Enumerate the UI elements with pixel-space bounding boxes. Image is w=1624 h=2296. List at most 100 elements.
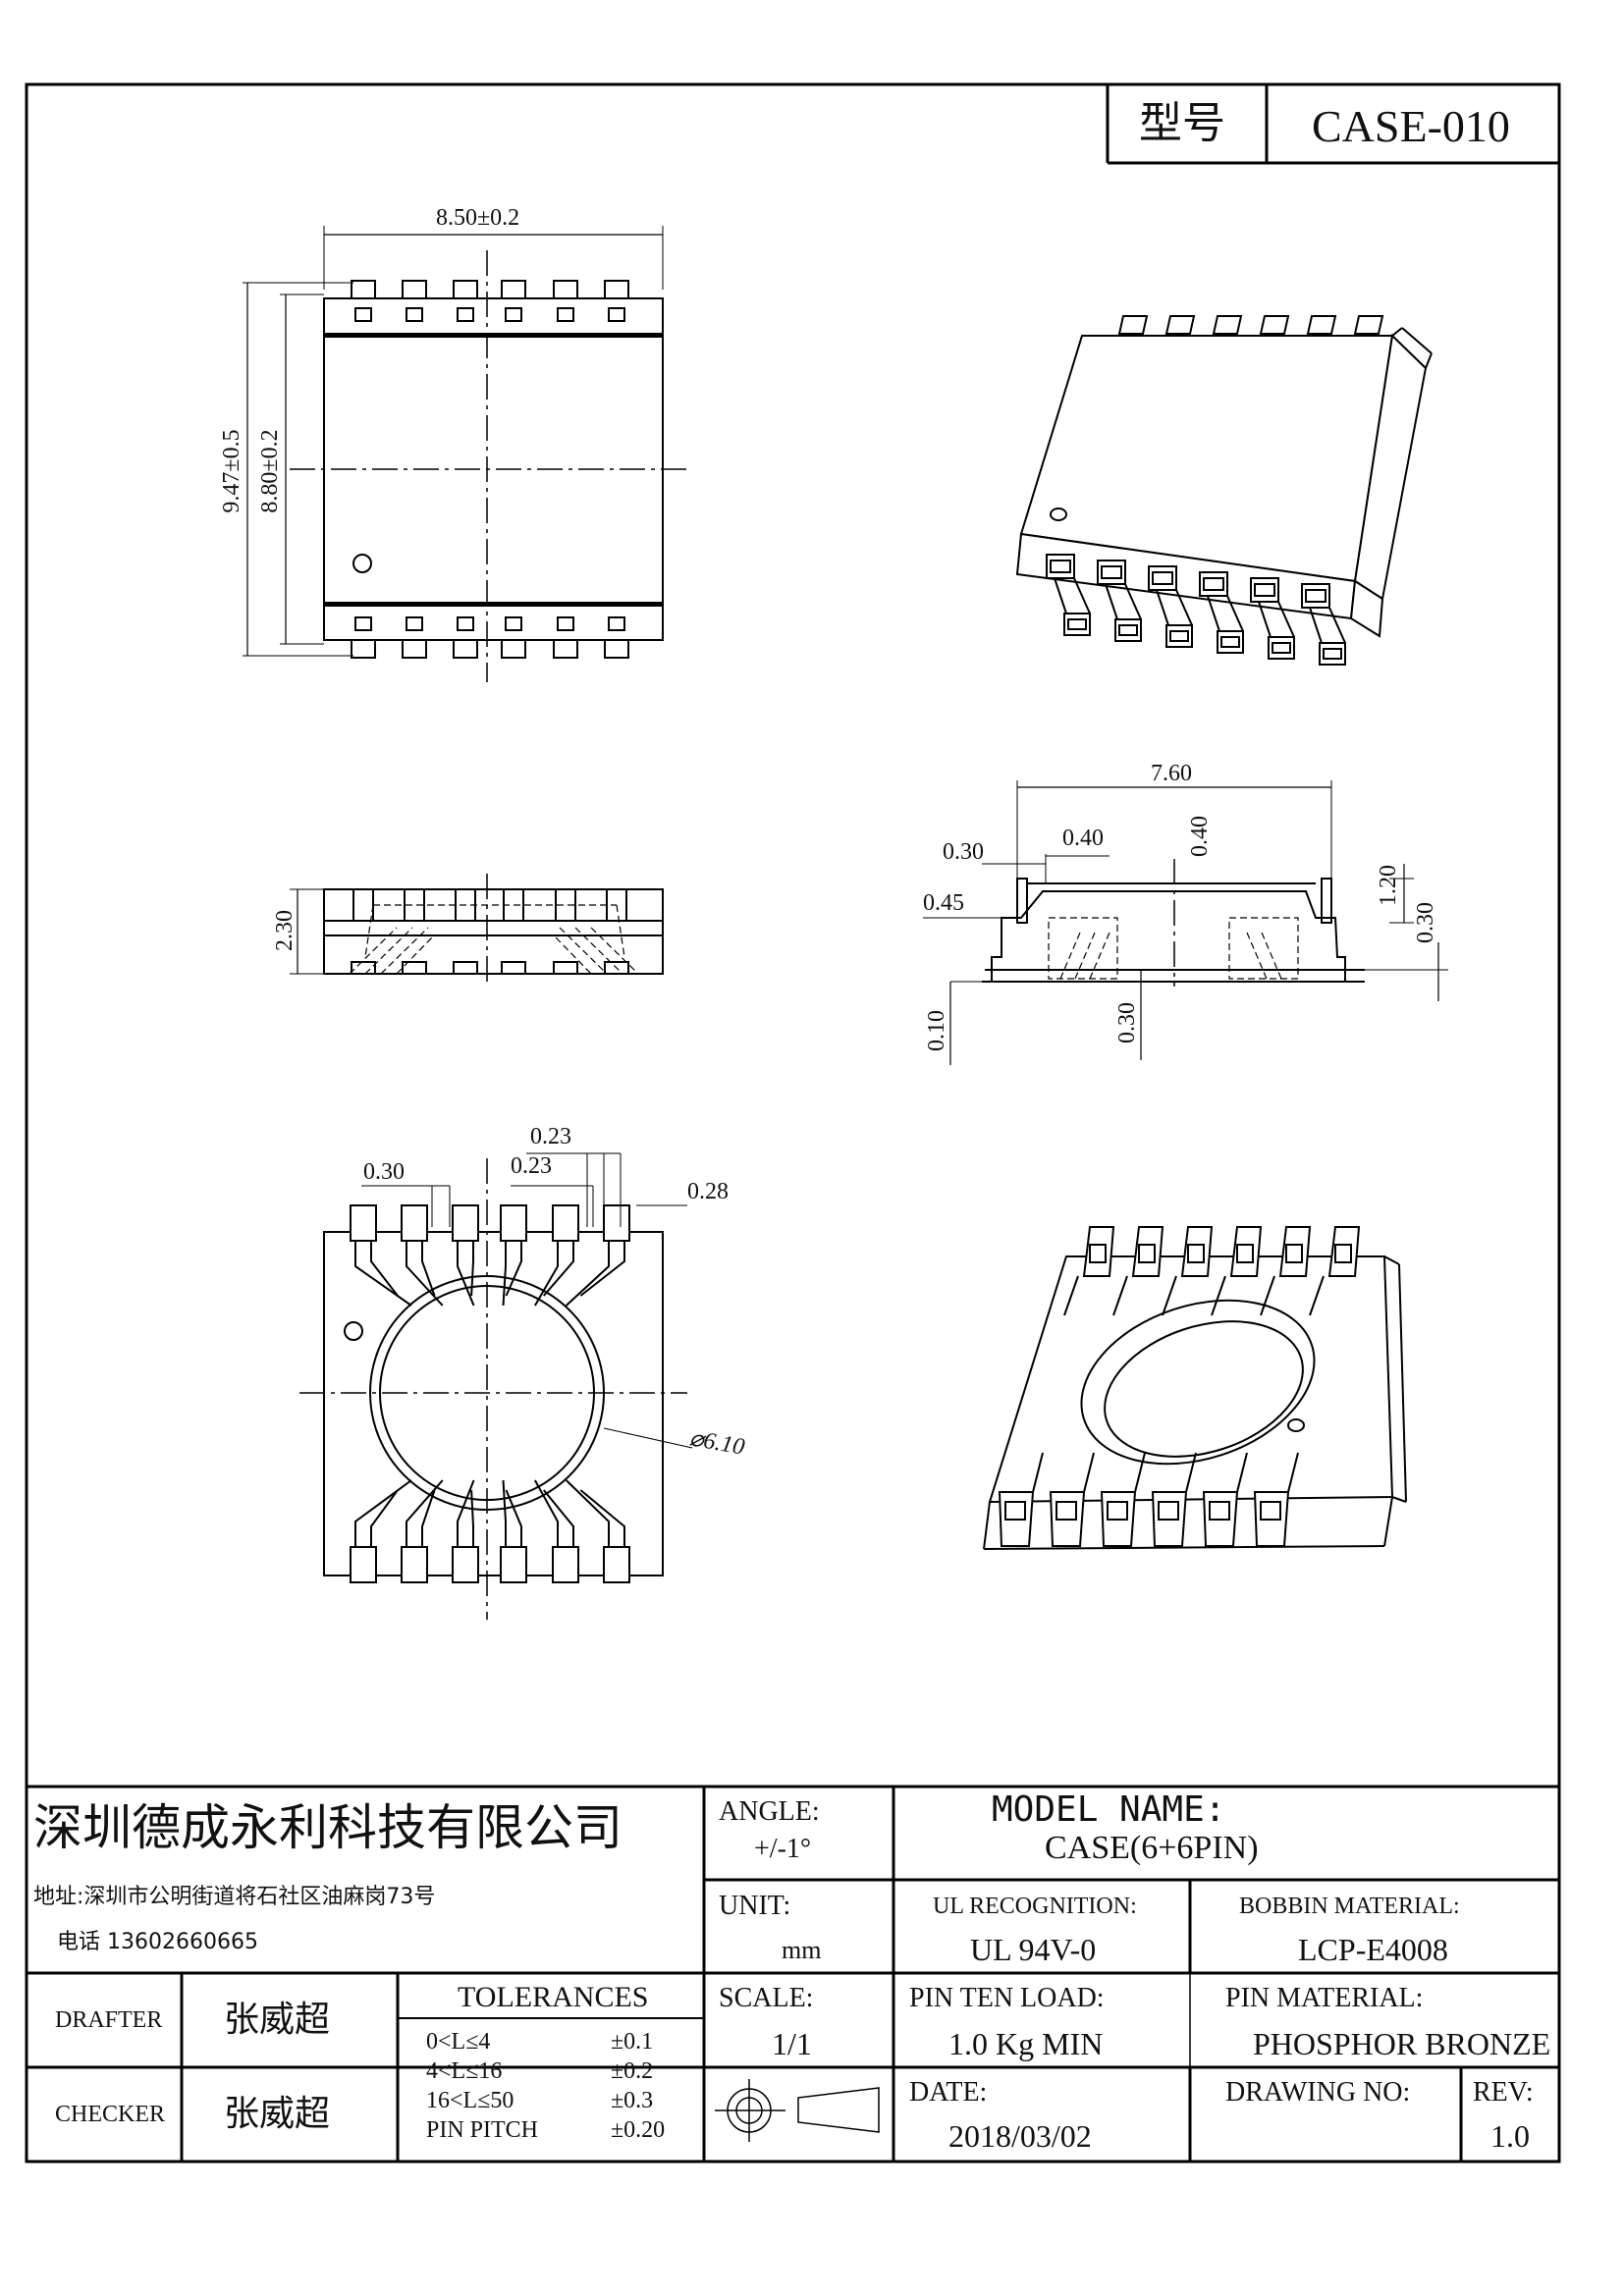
pin-trace xyxy=(470,1489,474,1547)
pin-foot xyxy=(351,961,376,975)
pin-leg xyxy=(1073,577,1091,614)
pin-trace xyxy=(1309,1275,1325,1316)
pin xyxy=(452,1546,479,1583)
pin-post xyxy=(555,888,576,922)
drawing-no-label: DRAWING NO: xyxy=(1225,2077,1411,2108)
pin-pad xyxy=(505,307,522,322)
pin-trace xyxy=(502,1479,507,1547)
tolerance-range: 4<L≤16 xyxy=(426,2058,503,2084)
pin-trace xyxy=(354,1479,412,1547)
pin-pad xyxy=(505,616,522,631)
pin xyxy=(501,639,526,659)
pin xyxy=(1327,1226,1361,1277)
pin xyxy=(553,639,578,659)
checker-value: 张威超 xyxy=(224,2094,331,2134)
drafter-label: DRAFTER xyxy=(55,2007,163,2033)
pin-slot xyxy=(1067,618,1087,630)
pin xyxy=(401,1546,428,1583)
iso-view-top xyxy=(1015,315,1433,666)
pin-slot xyxy=(1236,1244,1254,1263)
pin-slot xyxy=(1305,589,1326,603)
pin-foot xyxy=(604,961,629,975)
pin-leg xyxy=(1105,583,1118,620)
model-name-value: CASE(6+6PIN) xyxy=(1045,1830,1259,1866)
tolerance-value: ±0.2 xyxy=(611,2058,654,2084)
pin-slot xyxy=(1334,1244,1352,1263)
pin xyxy=(350,1204,377,1242)
unit-value: mm xyxy=(782,1936,822,1964)
pin-slot xyxy=(1004,1501,1026,1521)
pin-leg xyxy=(1309,607,1323,644)
pin-slot xyxy=(1285,1244,1303,1263)
pin-foot xyxy=(402,961,427,975)
pin xyxy=(552,1546,579,1583)
pin-slot xyxy=(1203,577,1224,591)
pin-leg xyxy=(1124,583,1142,620)
pin-slot xyxy=(1118,624,1138,636)
dim-section-040a: 0.40 xyxy=(1062,826,1104,851)
pin xyxy=(453,639,478,659)
pin-trace xyxy=(1236,1452,1248,1493)
pin-trace xyxy=(579,1489,625,1547)
date-label: DATE: xyxy=(909,2077,988,2108)
pin xyxy=(604,639,629,659)
company-name: 深圳德成永利科技有限公司 xyxy=(33,1799,623,1856)
pin-trace xyxy=(534,1241,559,1307)
pin-trace xyxy=(505,1489,522,1547)
pin-trace xyxy=(1134,1452,1146,1493)
pin xyxy=(1259,315,1290,335)
pin xyxy=(501,280,526,299)
pin xyxy=(604,280,629,299)
pin xyxy=(1180,1226,1214,1277)
pin xyxy=(350,1546,377,1583)
pin xyxy=(1164,315,1196,335)
pin-slot xyxy=(1254,583,1275,597)
pin-slot xyxy=(1169,630,1189,642)
scale-value: 1/1 xyxy=(772,2026,812,2061)
pin-trace xyxy=(421,1489,436,1547)
pin-trace xyxy=(406,1241,444,1307)
pin-slot xyxy=(1056,1501,1077,1521)
ul-label: UL RECOGNITION: xyxy=(933,1894,1137,1919)
tolerance-value: ±0.3 xyxy=(611,2088,654,2113)
pin-slot xyxy=(1272,642,1291,654)
pin-leg xyxy=(1258,601,1272,638)
pin-trace xyxy=(470,1241,474,1297)
tolerances-label: TOLERANCES xyxy=(458,1981,649,2013)
dim-top-width: 8.50±0.2 xyxy=(436,205,520,231)
pin xyxy=(500,1546,527,1583)
sheet-border xyxy=(25,82,1561,2163)
bobbin-value: LCP-E4008 xyxy=(1298,1932,1448,1967)
pin-trace xyxy=(1211,1275,1226,1316)
pin-trace xyxy=(579,1241,625,1297)
pin-trace xyxy=(1260,1275,1275,1316)
pin-load-label: PIN TEN LOAD: xyxy=(909,1983,1105,2013)
model-number: CASE-010 xyxy=(1312,101,1510,151)
pin-trace xyxy=(1185,1452,1197,1493)
model-name-label: MODEL NAME: xyxy=(992,1789,1226,1830)
pin-trace xyxy=(370,1241,399,1297)
pin-trace xyxy=(1287,1452,1299,1493)
pin xyxy=(1278,1226,1312,1277)
dim-top-height-inner: 8.80±0.2 xyxy=(257,429,283,513)
title-block-grid xyxy=(27,1785,1559,2162)
pin xyxy=(1353,315,1384,335)
checker-label: CHECKER xyxy=(55,2102,166,2127)
rev-value: 1.0 xyxy=(1490,2118,1530,2154)
pin-trace xyxy=(457,1479,475,1547)
section-view xyxy=(923,780,1448,1065)
pin xyxy=(1117,315,1149,335)
pin-slot xyxy=(1138,1244,1156,1263)
pin xyxy=(401,1204,428,1242)
pin-trace xyxy=(1083,1452,1095,1493)
pin-slot xyxy=(1101,565,1122,579)
pin-trace xyxy=(543,1241,574,1297)
dim-section-045: 0.45 xyxy=(923,890,964,916)
pin-foot xyxy=(501,961,526,975)
scale-label: SCALE: xyxy=(719,1983,814,2013)
pin-post xyxy=(352,888,374,922)
pin-pad xyxy=(557,616,574,631)
angle-value: +/-1° xyxy=(754,1834,812,1864)
pin-pad xyxy=(457,616,474,631)
pin xyxy=(553,280,578,299)
